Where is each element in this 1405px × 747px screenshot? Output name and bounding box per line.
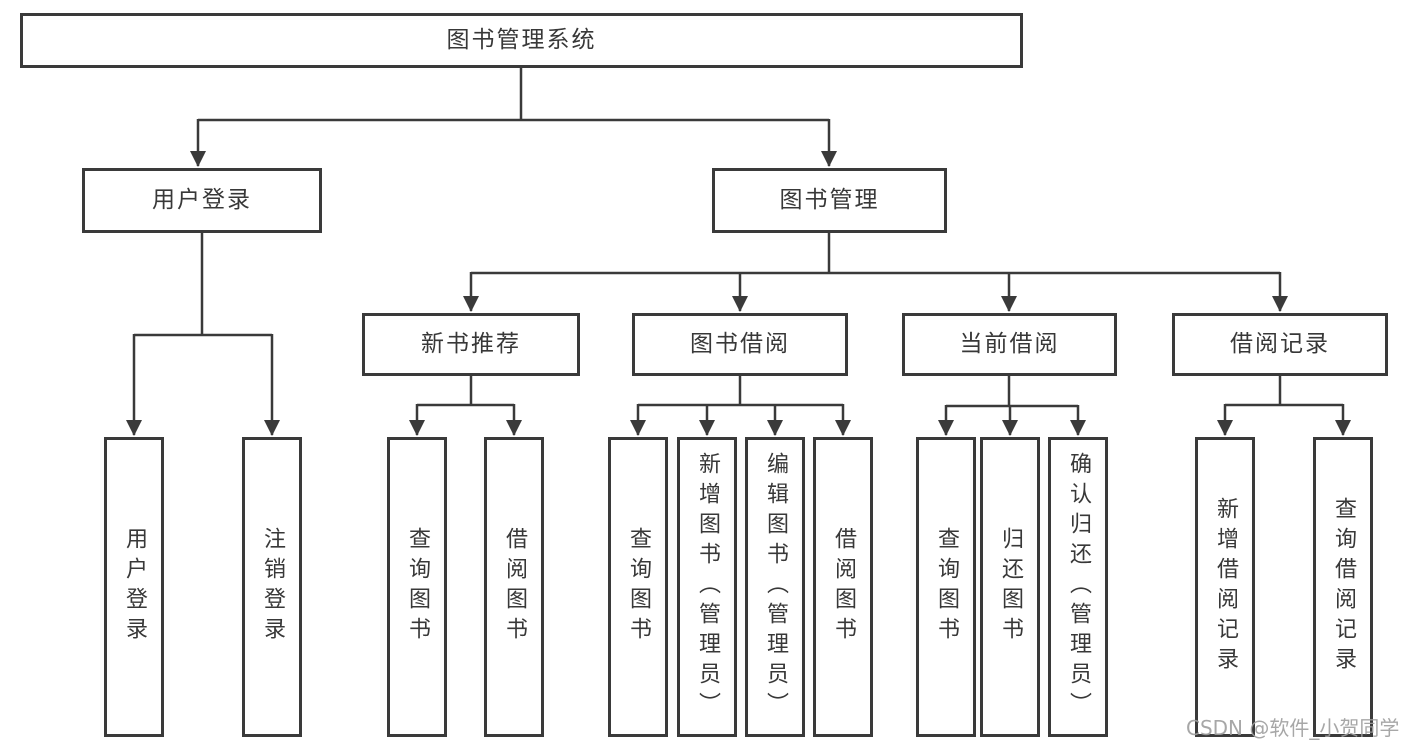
connector	[471, 233, 1280, 275]
leaf-logout-label: 注销登录	[260, 527, 285, 647]
leaf-edit-books-admin-label: 编辑图书（管理员）	[763, 452, 788, 722]
node-book-management-label: 图书管理	[779, 186, 880, 213]
leaf-add-books-admin-label: 新增图书（管理员）	[695, 452, 720, 722]
leaf-borrow-books-label: 借阅图书	[831, 527, 856, 647]
leaf-query-books-borrow-label: 查询图书	[626, 527, 651, 647]
connector	[417, 376, 514, 407]
node-borrow-record: 借阅记录	[1172, 313, 1388, 376]
node-new-book-recommend-label: 新书推荐	[421, 330, 521, 357]
leaf-query-books-current: 查询图书	[916, 437, 976, 737]
leaf-borrow-books: 借阅图书	[813, 437, 873, 737]
leaf-add-borrow-record: 新增借阅记录	[1195, 437, 1255, 737]
node-current-borrow: 当前借阅	[902, 313, 1117, 376]
leaf-edit-books-admin: 编辑图书（管理员）	[745, 437, 805, 737]
leaf-query-books-recommend-label: 查询图书	[405, 527, 430, 647]
leaf-query-books-recommend: 查询图书	[387, 437, 447, 737]
leaf-borrow-books-recommend: 借阅图书	[484, 437, 544, 737]
leaf-return-books-label: 归还图书	[998, 527, 1023, 647]
leaf-add-borrow-record-label: 新增借阅记录	[1213, 497, 1238, 677]
node-user-login: 用户登录	[82, 168, 322, 233]
node-root: 图书管理系统	[20, 13, 1023, 68]
leaf-user-login: 用户登录	[104, 437, 164, 737]
leaf-user-login-label: 用户登录	[122, 527, 147, 647]
connector	[638, 376, 843, 407]
node-root-label: 图书管理系统	[446, 26, 597, 53]
node-user-login-label: 用户登录	[152, 186, 252, 213]
leaf-query-books-current-label: 查询图书	[934, 527, 959, 647]
connector	[198, 68, 829, 122]
leaf-return-books: 归还图书	[980, 437, 1040, 737]
node-borrow-record-label: 借阅记录	[1230, 330, 1330, 357]
node-book-management: 图书管理	[712, 168, 947, 233]
csdn-watermark: CSDN @软件_小贺同学	[1186, 716, 1400, 740]
leaf-borrow-books-recommend-label: 借阅图书	[502, 527, 527, 647]
connector	[1225, 376, 1343, 407]
leaf-confirm-return-admin: 确认归还（管理员）	[1048, 437, 1108, 737]
node-new-book-recommend: 新书推荐	[362, 313, 580, 376]
leaf-query-borrow-record: 查询借阅记录	[1313, 437, 1373, 737]
leaf-query-books-borrow: 查询图书	[608, 437, 668, 737]
leaf-add-books-admin: 新增图书（管理员）	[677, 437, 737, 737]
leaf-confirm-return-admin-label: 确认归还（管理员）	[1066, 452, 1091, 722]
node-book-borrow: 图书借阅	[632, 313, 848, 376]
node-book-borrow-label: 图书借阅	[690, 330, 790, 357]
connector	[134, 233, 272, 337]
leaf-logout: 注销登录	[242, 437, 302, 737]
leaf-query-borrow-record-label: 查询借阅记录	[1331, 497, 1356, 677]
node-current-borrow-label: 当前借阅	[959, 330, 1060, 357]
connector	[946, 376, 1078, 408]
